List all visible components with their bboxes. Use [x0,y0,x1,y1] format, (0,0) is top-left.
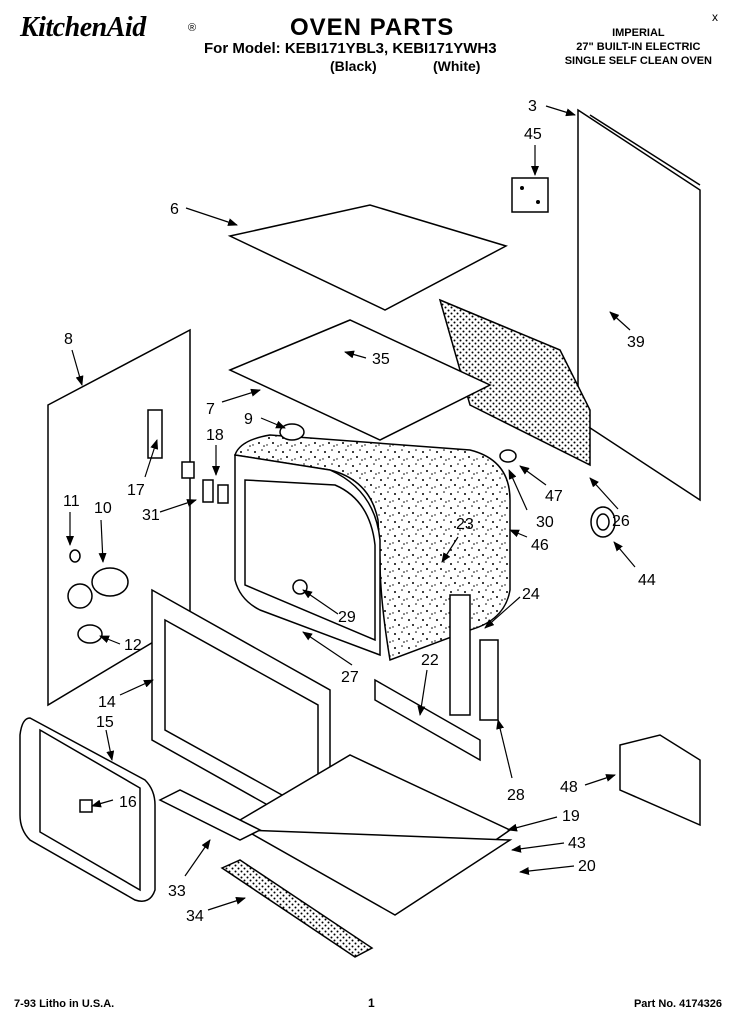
part-label-6: 6 [170,201,179,218]
clip-part [79,799,93,813]
part-label-33: 33 [168,883,186,900]
litho-note: 7-93 Litho in U.S.A. [14,998,115,1010]
page-title: OVEN PARTS [290,14,455,41]
part-label-30: 30 [536,514,554,531]
oven-cavity-part [234,434,511,662]
part-label-46: 46 [531,537,549,554]
part-label-34: 34 [186,908,204,925]
part-label-47: 47 [545,488,563,505]
vent-trim-part [158,789,262,841]
mounting-bracket-part [511,177,549,213]
part-label-28: 28 [507,787,525,804]
part-label-22: 22 [421,652,439,669]
part-label-48: 48 [560,779,578,796]
part-label-27: 27 [341,669,359,686]
part-label-7: 7 [206,401,215,418]
part-label-16: 16 [119,794,137,811]
heating-element-part [279,423,305,441]
part-label-11: 11 [63,493,80,510]
part-label-18: 18 [206,427,224,444]
leader-arrows [66,105,636,911]
part-label-3: 3 [528,98,537,115]
part-label-9: 9 [244,411,253,428]
part-label-19: 19 [562,808,580,825]
part-label-29: 29 [338,609,356,626]
close-icon[interactable]: x [712,10,718,24]
part-label-24: 24 [522,586,540,603]
spec-line: 27" BUILT-IN ELECTRIC [576,41,701,53]
part-label-8: 8 [64,331,73,348]
part-label-20: 20 [578,858,596,875]
rear-panel-part [577,108,701,502]
vent-bracket-part [619,734,701,827]
plug-part [499,449,517,463]
part-number-labels: 3 45 6 39 8 35 7 9 18 17 47 26 11 10 31 … [63,98,656,925]
part-label-35: 35 [372,351,390,368]
model-line: For Model: KEBI171YBL3, KEBI171YWH3 [204,40,497,57]
lower-grille-part [220,859,374,958]
hinge-assembly-part [374,594,499,762]
part-label-43: 43 [568,835,586,852]
part-number: Part No. 4174326 [633,998,722,1010]
registered-mark: ® [188,22,197,34]
color-black-label: (Black) [330,58,377,74]
brand-logo: KitchenAid [20,12,146,43]
part-label-10: 10 [94,500,112,517]
part-label-15: 15 [96,714,114,731]
bottom-panel-part [238,754,513,916]
color-white-label: (White) [433,58,481,74]
part-label-45: 45 [524,126,542,143]
part-label-26: 26 [612,513,630,530]
light-socket-part [67,549,129,644]
spec-line: SINGLE SELF CLEAN OVEN [564,55,712,67]
part-label-14: 14 [98,694,116,711]
part-label-44: 44 [638,572,656,589]
part-label-31: 31 [142,507,160,524]
spec-block: IMPERIAL 27" BUILT-IN ELECTRIC SINGLE SE… [565,26,712,68]
spec-line: IMPERIAL [612,27,665,39]
top-shelf-part [228,319,492,441]
part-label-23: 23 [456,516,474,533]
part-label-39: 39 [627,334,645,351]
part-label-12: 12 [124,637,142,654]
page-number: 1 [368,996,375,1010]
part-label-17: 17 [127,482,145,499]
gasket-ring-part [590,506,616,538]
top-panel-part [227,204,508,311]
